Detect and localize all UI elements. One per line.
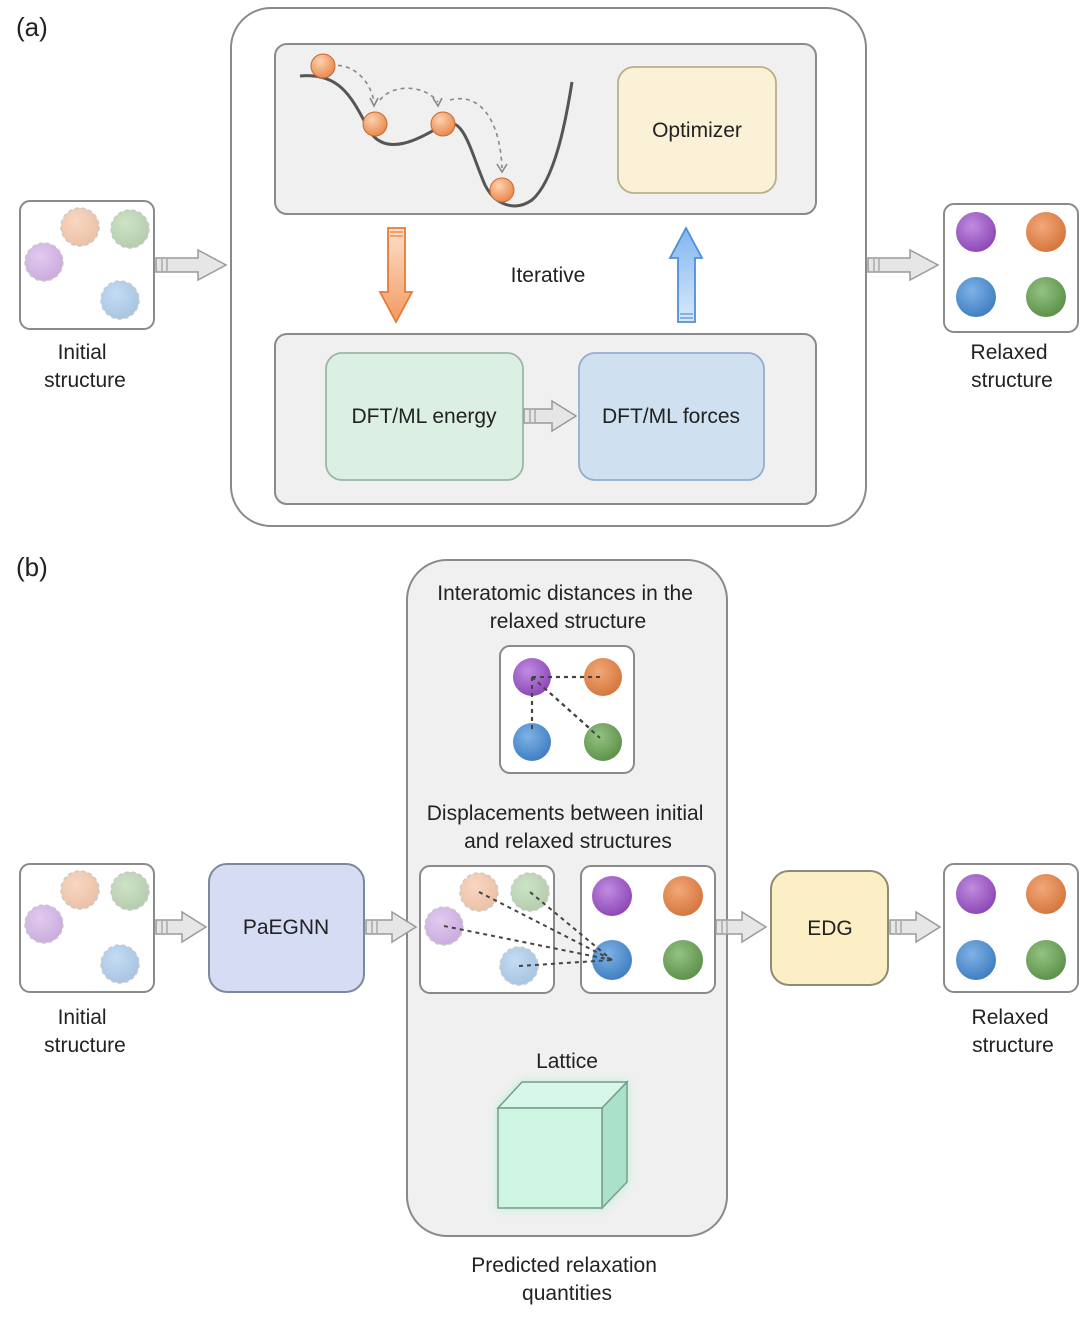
- displacement-initial-box: [419, 865, 555, 994]
- optimizer-box: [617, 66, 777, 194]
- predicted-quantities-container: [406, 559, 728, 1237]
- arrow-right-icon: [155, 248, 228, 282]
- relaxed-structure-a: [943, 203, 1079, 333]
- arrow-right-icon: [155, 910, 208, 944]
- paegnn-label: PaEGNN: [243, 916, 329, 939]
- panel-b-label: (b): [16, 552, 48, 582]
- atom-blue-faded: [100, 280, 140, 320]
- initial-caption-b: Initial structure: [44, 1006, 126, 1057]
- displacements-caption: Displacements between initial and relaxe…: [427, 802, 709, 853]
- atom-green: [1026, 940, 1066, 980]
- dft-ml-forces-box: [578, 352, 765, 481]
- atom-orange: [1026, 874, 1066, 914]
- atom-green: [584, 723, 622, 761]
- atom-orange-faded: [60, 207, 100, 247]
- energy-landscape-curve: [299, 53, 574, 208]
- arrow-right-icon: [523, 399, 578, 433]
- predicted-quantities-caption: Predicted relaxation quantities: [471, 1254, 662, 1305]
- iterative-label: Iterative: [511, 264, 586, 287]
- optimizer-label: Optimizer: [652, 119, 742, 142]
- atom-blue: [956, 940, 996, 980]
- displacement-lines: [443, 891, 613, 967]
- panel-a-label: (a): [16, 12, 48, 42]
- atom-green: [663, 940, 703, 980]
- arrow-down-icon: [378, 227, 414, 324]
- distances-caption: Interatomic distances in the relaxed str…: [437, 582, 698, 633]
- atom-blue: [513, 723, 551, 761]
- atom-purple-faded: [24, 242, 64, 282]
- paegnn-box: [208, 863, 365, 993]
- atom-green-faded: [110, 209, 150, 249]
- relaxed-caption-b: Relaxed structure: [972, 1006, 1055, 1057]
- atom-blue: [956, 277, 996, 317]
- atom-orange: [584, 658, 622, 696]
- edg-label: EDG: [807, 917, 853, 940]
- arrow-right-icon: [715, 910, 768, 944]
- dft-ml-forces-label: DFT/ML forces: [602, 405, 740, 428]
- atom-purple: [956, 874, 996, 914]
- lattice-cube-icon: [496, 1080, 629, 1210]
- dft-ml-energy-label: DFT/ML energy: [351, 405, 497, 428]
- atom-purple: [956, 212, 996, 252]
- atom-green: [1026, 277, 1066, 317]
- initial-structure-b: [19, 863, 155, 993]
- arrow-right-icon: [867, 248, 940, 282]
- relaxed-structure-b: [943, 863, 1079, 993]
- arrow-right-icon: [889, 910, 942, 944]
- interatomic-distances-box: [499, 645, 635, 774]
- dft-ml-energy-box: [325, 352, 524, 481]
- atom-orange: [1026, 212, 1066, 252]
- initial-structure-a: [19, 200, 155, 330]
- relaxed-caption-a: Relaxed structure: [971, 341, 1054, 392]
- initial-caption-a: Initial structure: [44, 341, 126, 392]
- arrow-right-icon: [365, 910, 418, 944]
- atom-purple: [592, 876, 632, 916]
- edg-box: [770, 870, 889, 986]
- displacement-relaxed-box: [580, 865, 716, 994]
- arrow-up-icon: [668, 226, 704, 323]
- atom-orange: [663, 876, 703, 916]
- lattice-label: Lattice: [536, 1050, 598, 1073]
